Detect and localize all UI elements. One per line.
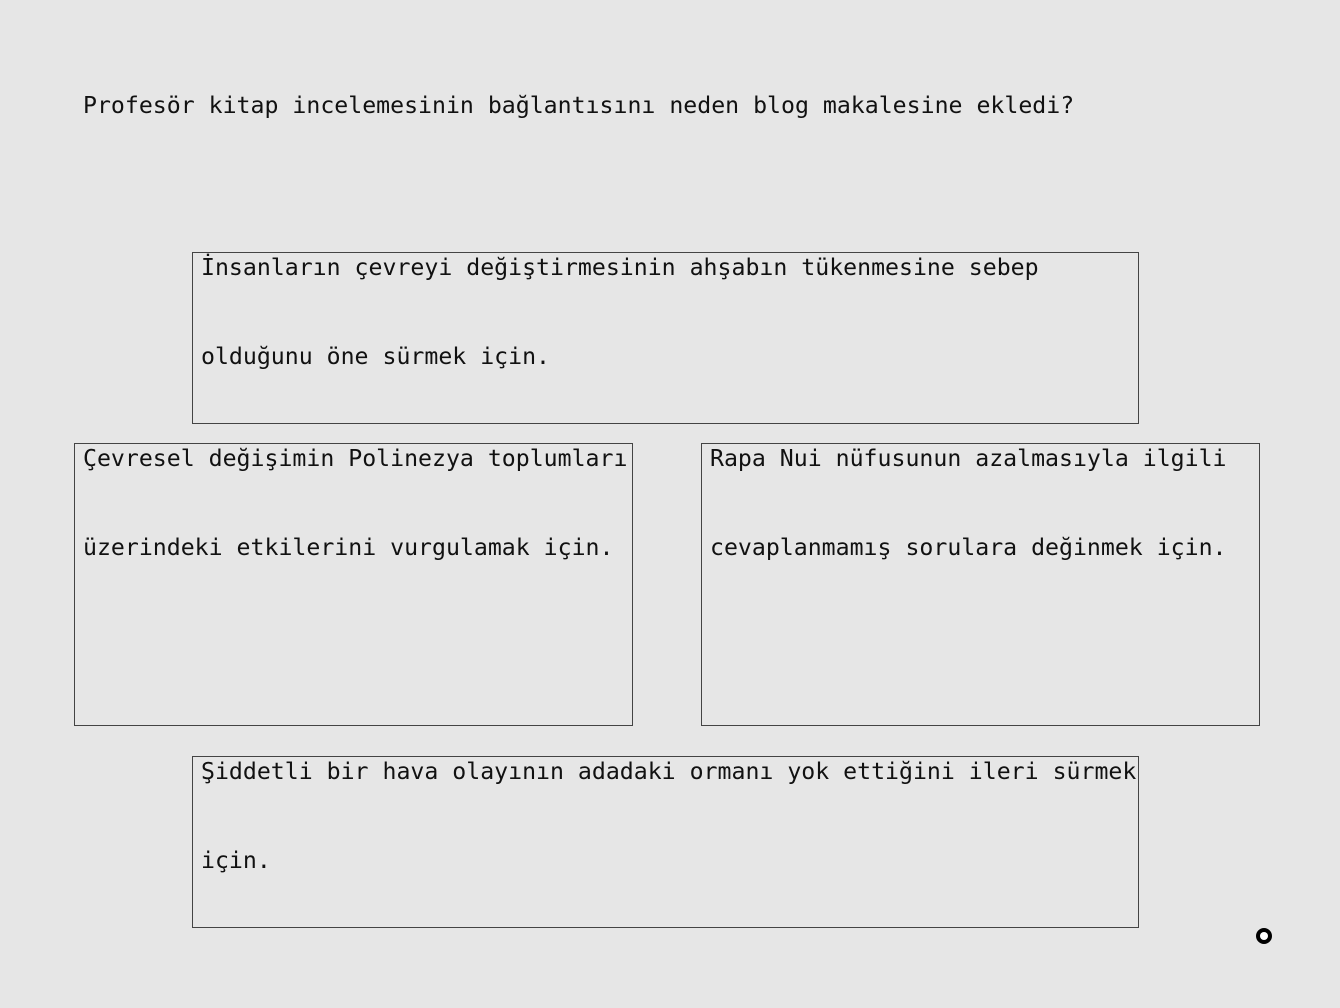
answer-option-3-line-1: Rapa Nui nüfusunun azalmasıyla ilgili: [710, 445, 1227, 472]
answer-option-3-line-2: cevaplanmamış sorulara değinmek için.: [710, 534, 1227, 561]
answer-option-1[interactable]: İnsanların çevreyi değiştirmesinin ahşab…: [192, 252, 1139, 424]
cursor-ring-icon: [1256, 928, 1272, 944]
answer-option-2-line-1: Çevresel değişimin Polinezya toplumları: [83, 445, 628, 472]
answer-option-4-line-1: Şiddetli bir hava olayının adadaki orman…: [201, 758, 1137, 785]
question-text: Profesör kitap incelemesinin bağlantısın…: [83, 92, 1075, 119]
answer-option-2[interactable]: Çevresel değişimin Polinezya toplumları …: [74, 443, 633, 726]
answer-option-1-line-1: İnsanların çevreyi değiştirmesinin ahşab…: [201, 254, 1039, 281]
answer-option-4[interactable]: Şiddetli bir hava olayının adadaki orman…: [192, 756, 1139, 928]
answer-option-3[interactable]: Rapa Nui nüfusunun azalmasıyla ilgili ce…: [701, 443, 1260, 726]
answer-option-4-line-2: için.: [201, 847, 271, 874]
answer-option-1-line-2: olduğunu öne sürmek için.: [201, 343, 551, 370]
answer-option-2-line-2: üzerindeki etkilerini vurgulamak için.: [83, 534, 614, 561]
